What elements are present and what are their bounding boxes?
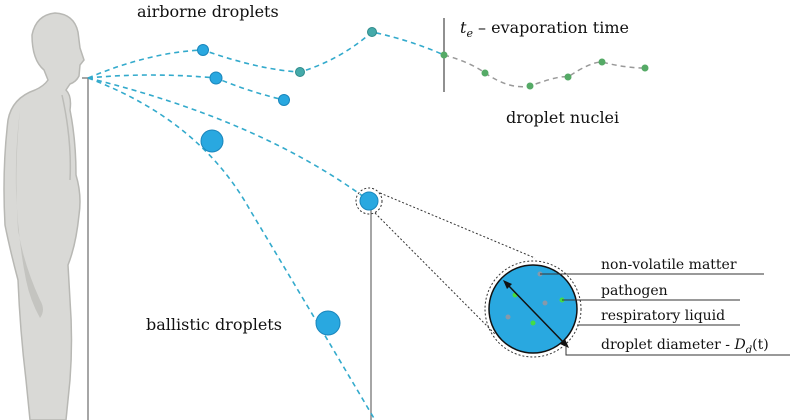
airborne-droplet xyxy=(278,94,290,106)
ballistic-droplet xyxy=(315,310,341,336)
trajectory-airborne-upper xyxy=(87,31,445,79)
non-volatile-matter-particle xyxy=(505,314,511,320)
trajectory-airborne-middle xyxy=(87,74,285,101)
diameter-arrowhead xyxy=(503,280,512,289)
evaporation-text: – evaporation time xyxy=(473,18,629,37)
airborne-droplet xyxy=(197,44,209,56)
body-torso-line xyxy=(61,94,72,181)
human-body-side-view-icon xyxy=(3,12,85,420)
callout-pathogen: pathogen xyxy=(601,283,668,299)
callout-droplet-diameter: droplet diameter - Dd(t) xyxy=(601,337,769,356)
zoom-source-ring xyxy=(355,187,383,215)
droplet-nucleus xyxy=(564,73,572,81)
airborne-droplet xyxy=(295,67,305,77)
zoom-connector-bottom xyxy=(374,212,497,336)
callout-non-volatile-matter: non-volatile matter xyxy=(601,257,737,273)
body-silhouette xyxy=(3,12,85,420)
droplet-diameter-text: droplet diameter - xyxy=(601,337,734,353)
enlarged-droplet xyxy=(484,260,582,358)
evaporation-symbol: t xyxy=(460,18,467,37)
droplet-diameter-arg: (t) xyxy=(752,337,769,353)
callout-respiratory-liquid: respiratory liquid xyxy=(601,308,725,324)
droplet-nucleus xyxy=(481,69,489,77)
droplet-nucleus xyxy=(598,58,606,66)
evaporation-subscript: e xyxy=(466,27,473,40)
body-arm-shading xyxy=(15,110,44,318)
diameter-arrow-line xyxy=(505,282,567,346)
zoom-connector-top xyxy=(379,192,536,259)
zoom-source-droplet xyxy=(359,191,379,211)
label-droplet-nuclei: droplet nuclei xyxy=(506,108,619,127)
droplet-diameter-symbol: D xyxy=(733,337,745,353)
airborne-droplet xyxy=(367,27,377,37)
droplet-diameter-subscript: d xyxy=(746,345,752,356)
droplet-nucleus xyxy=(440,51,448,59)
trajectory-droplet-nuclei xyxy=(443,54,646,88)
airborne-droplet xyxy=(209,71,223,85)
pathogen-particle xyxy=(530,320,536,326)
trajectory-ballistic xyxy=(87,77,376,420)
label-evaporation-time: te – evaporation time xyxy=(460,18,629,40)
label-airborne-droplets: airborne droplets xyxy=(137,2,279,21)
label-ballistic-droplets: ballistic droplets xyxy=(146,315,282,334)
enlarged-droplet-outer-ring xyxy=(484,260,582,358)
trajectory-airborne-lower xyxy=(87,77,369,201)
droplet-nucleus xyxy=(526,82,534,90)
diameter-arrowhead xyxy=(560,339,569,348)
callout-leader-diameter xyxy=(565,345,790,356)
non-volatile-matter-particle xyxy=(542,300,548,306)
droplet-nucleus xyxy=(641,64,649,72)
ballistic-droplet xyxy=(200,129,224,153)
enlarged-droplet-body xyxy=(488,264,578,354)
